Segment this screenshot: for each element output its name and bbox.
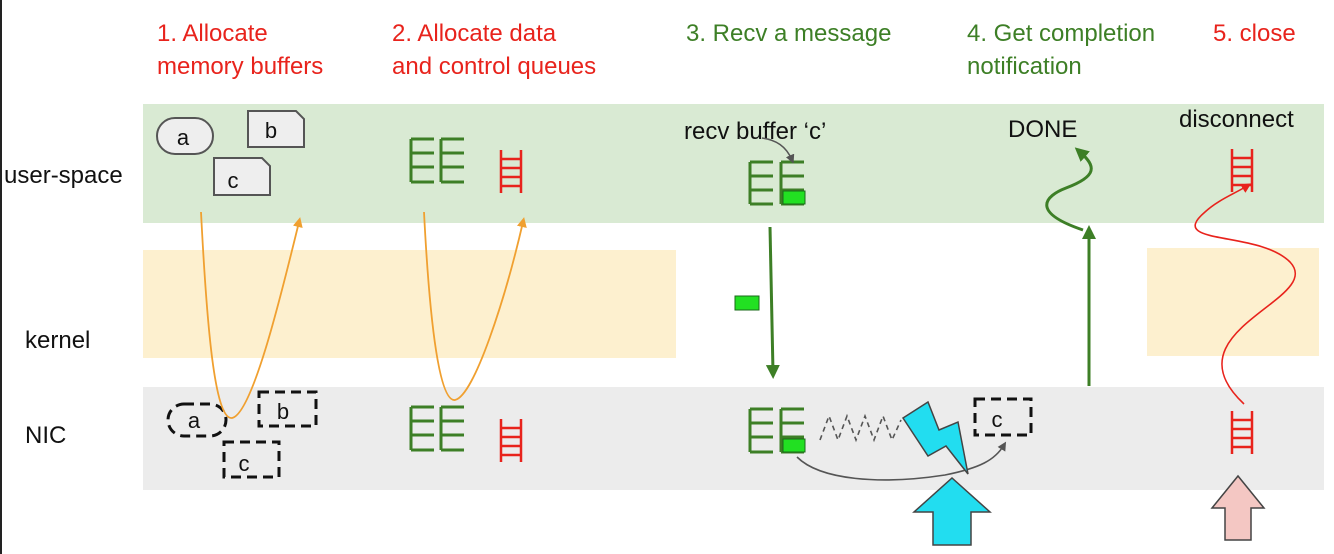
lightning-icon bbox=[901, 400, 969, 475]
svg-text:c: c bbox=[228, 168, 239, 193]
recv-buffer-label: recv buffer ‘c’ bbox=[684, 118, 827, 145]
user-buffer-a: a bbox=[156, 117, 214, 155]
close-up-arrow-icon bbox=[1210, 474, 1266, 541]
completion-wiggle bbox=[1045, 147, 1093, 232]
disconnect-wiggle bbox=[1194, 183, 1297, 405]
nic-control-queue-icon bbox=[499, 419, 523, 462]
nic-buffer-b: b bbox=[257, 390, 318, 428]
user-recv-packet bbox=[782, 190, 806, 205]
up-arrow-icon bbox=[912, 476, 992, 546]
nic-buffer-c: c bbox=[222, 440, 281, 479]
done-label: DONE bbox=[1008, 116, 1078, 143]
kernel-band-left bbox=[143, 250, 676, 358]
svg-text:b: b bbox=[265, 118, 277, 143]
nic-band bbox=[143, 387, 1324, 490]
disconnect-label: disconnect bbox=[1179, 106, 1294, 133]
nic-queue-icon bbox=[409, 405, 464, 452]
user-close-queue-icon bbox=[1230, 149, 1254, 192]
alloc-arrow-2 bbox=[423, 211, 527, 401]
alloc-arrow-1 bbox=[200, 211, 303, 419]
step-5-title: 5. close bbox=[1213, 20, 1296, 47]
nic-close-queue-icon bbox=[1230, 411, 1254, 454]
nic-label: NIC bbox=[25, 422, 67, 449]
svg-text:c: c bbox=[992, 407, 1003, 432]
control-queue-icon bbox=[499, 150, 523, 193]
dma-squiggle bbox=[819, 413, 902, 443]
recv-buffer-pointer bbox=[761, 137, 795, 164]
user-space-label: user-space bbox=[4, 162, 123, 189]
user-buffer-c: c bbox=[213, 157, 271, 196]
left-border bbox=[0, 0, 2, 554]
svg-text:a: a bbox=[188, 408, 201, 433]
nic-recv-packet bbox=[782, 438, 806, 453]
user-space-band bbox=[143, 104, 1324, 223]
nic-buffer-c-filled: c bbox=[973, 397, 1033, 437]
nic-recv-queue-icon bbox=[748, 407, 804, 454]
svg-text:b: b bbox=[277, 399, 289, 424]
user-buffer-b: b bbox=[247, 110, 305, 148]
recv-down-arrow bbox=[765, 226, 780, 379]
svg-text:c: c bbox=[239, 451, 250, 476]
kernel-label: kernel bbox=[25, 327, 91, 354]
kernel-packet bbox=[734, 295, 760, 311]
step-3-title: 3. Recv a message bbox=[686, 20, 892, 47]
queue-icon bbox=[409, 137, 464, 184]
svg-text:a: a bbox=[177, 125, 190, 150]
dma-to-buffer-arrow bbox=[796, 441, 1007, 481]
nic-buffer-a: a bbox=[166, 402, 228, 438]
